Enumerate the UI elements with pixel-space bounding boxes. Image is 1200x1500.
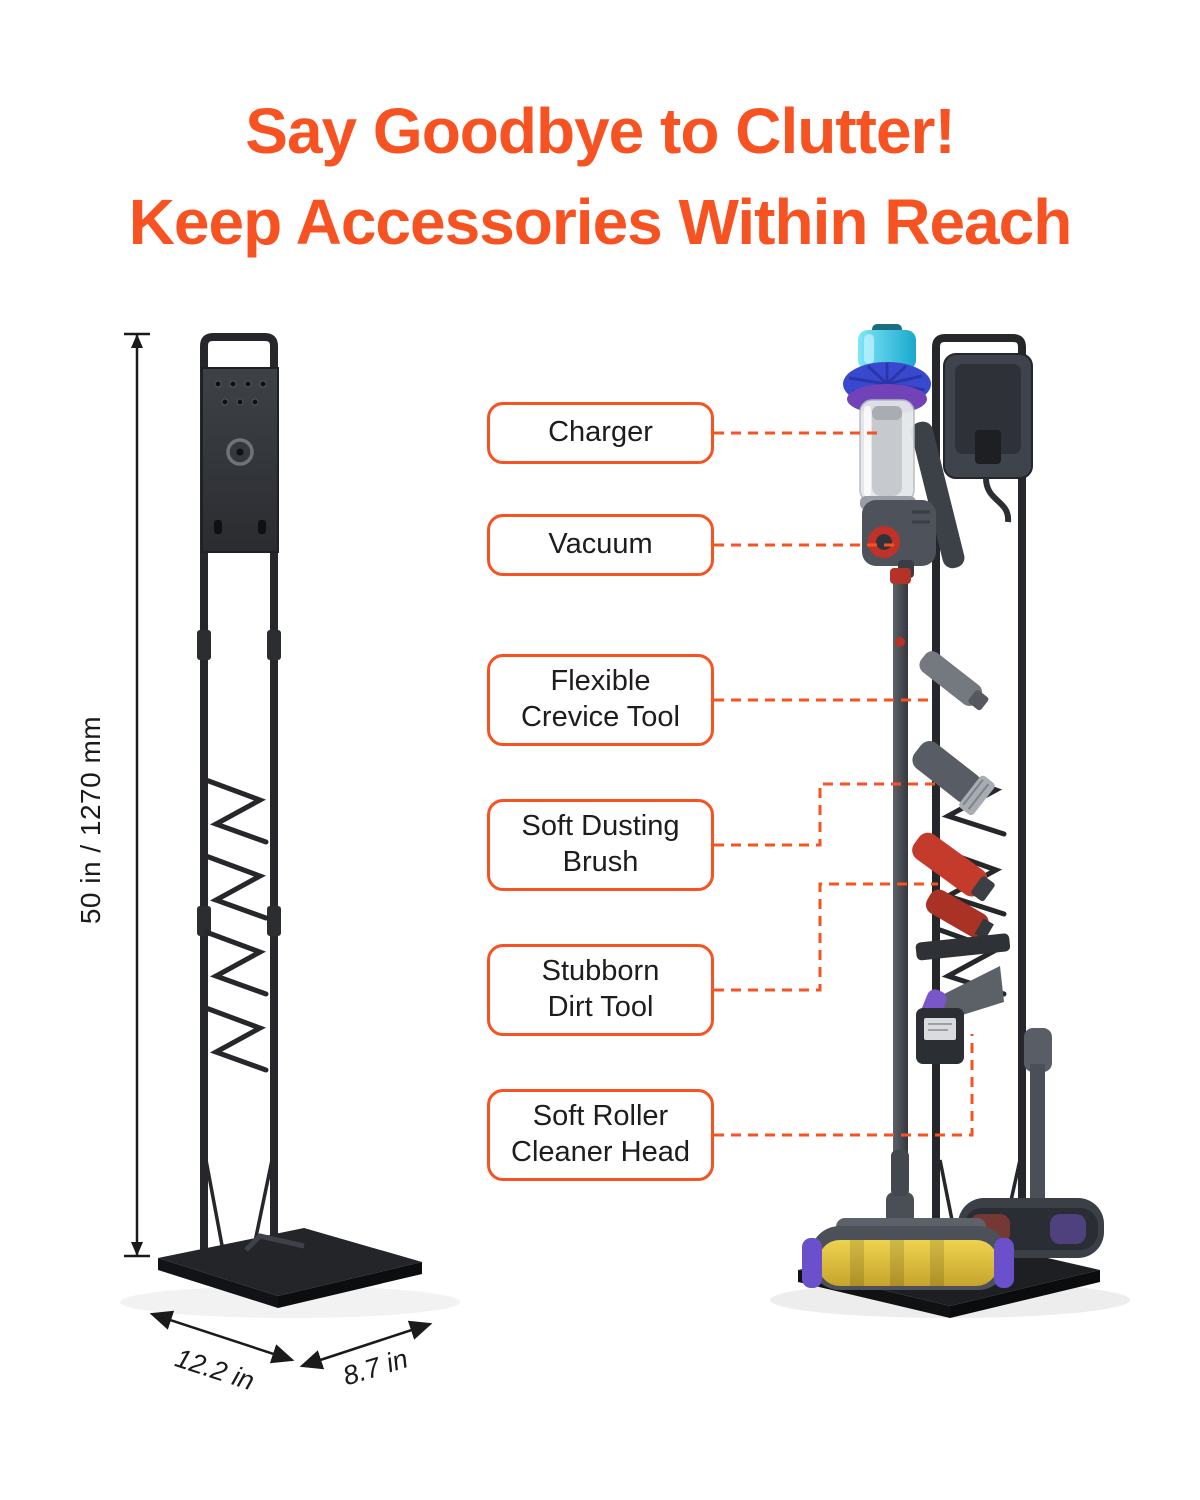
empty-stand-illustration: 50 in / 1270 mm 12.2 in 8.7 in [75, 332, 460, 1397]
accessory-tray [915, 933, 1011, 961]
base-depth-dimension: 12.2 in [149, 1310, 295, 1397]
stubborn-dirt-tool [912, 832, 995, 902]
page-title: Say Goodbye to Clutter! Keep Accessories… [0, 86, 1200, 268]
charger-unit [943, 353, 1033, 523]
mounting-plate [201, 367, 279, 553]
callout-charger-label: Charger [548, 416, 653, 449]
callout-connector-lines [714, 431, 974, 1137]
vacuum-on-stand-illustration [770, 324, 1130, 1318]
callout-dusting-label: Soft Dusting Brush [521, 810, 680, 878]
callout-roller-head: Soft Roller Cleaner Head [487, 1089, 714, 1181]
spare-battery [916, 1008, 964, 1064]
stand-frame [200, 333, 278, 1256]
callout-vacuum-label: Vacuum [548, 528, 653, 561]
base-width-dimension: 8.7 in [299, 1320, 433, 1391]
soft-roller-cleaner-head [802, 1192, 1014, 1290]
soft-dusting-brush [912, 741, 995, 816]
callout-vacuum: Vacuum [487, 514, 714, 576]
vacuum-handle [911, 421, 965, 569]
title-line-1: Say Goodbye to Clutter! [245, 95, 956, 167]
rail-clamps [197, 630, 281, 936]
height-dimension-label: 50 in / 1270 mm [75, 716, 106, 924]
stand-frame-right [932, 334, 1026, 1242]
title-line-2: Keep Accessories Within Reach [128, 185, 1073, 258]
height-dimension: 50 in / 1270 mm [75, 332, 150, 1258]
vacuum-wand [890, 568, 911, 1196]
vacuum-body [843, 324, 965, 578]
connector-dusting-brush [714, 782, 936, 847]
stand-base [158, 1228, 422, 1308]
callout-roller-label: Soft Roller Cleaner Head [511, 1100, 690, 1168]
callout-dusting-brush: Soft Dusting Brush [487, 799, 714, 891]
callout-crevice-tool: Flexible Crevice Tool [487, 654, 714, 746]
callout-dirt-tool: Stubborn Dirt Tool [487, 944, 714, 1036]
callout-charger: Charger [487, 402, 714, 464]
callout-dirt-label: Stubborn Dirt Tool [541, 955, 660, 1023]
connector-roller-head [714, 1034, 974, 1137]
accessory-hooks [203, 777, 269, 1073]
red-crevice-tool [925, 889, 994, 940]
callout-crevice-label: Flexible Crevice Tool [520, 665, 681, 733]
flexible-crevice-tool [919, 651, 989, 711]
base-depth-label: 12.2 in [172, 1343, 258, 1397]
connector-dirt-tool [714, 882, 938, 992]
